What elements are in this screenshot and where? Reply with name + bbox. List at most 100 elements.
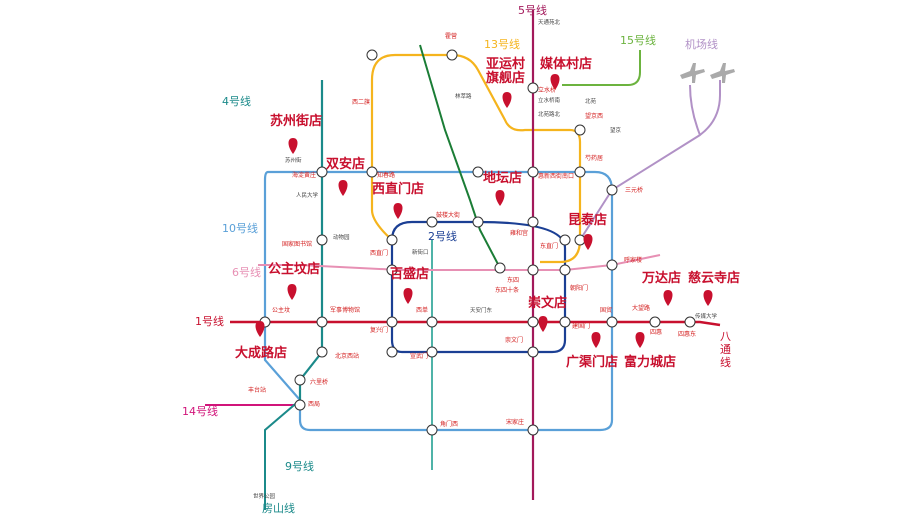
station-label: 朝阳门 xyxy=(570,284,588,292)
station-label: 丰台站 xyxy=(248,386,266,394)
store-fulicheng[interactable]: 富力城店 xyxy=(624,332,676,370)
pin-icon xyxy=(663,290,673,306)
pin-icon xyxy=(703,290,713,306)
station-label: 呼家楼 xyxy=(624,256,642,264)
airport-line-west xyxy=(579,189,613,241)
station-label: 北苑路北 xyxy=(538,110,561,118)
pin-icon xyxy=(538,316,548,332)
pin-icon xyxy=(550,74,560,90)
station-label: 六里桥 xyxy=(310,378,328,386)
store-label: 昆泰店 xyxy=(568,212,607,228)
line-6-path xyxy=(258,254,661,271)
station-label: 望京 xyxy=(610,126,622,134)
store-wanda[interactable]: 万达店 xyxy=(641,270,681,306)
station-label: 望京西 xyxy=(585,112,603,120)
station-label: 宋家庄 xyxy=(506,418,524,426)
station-label: 宣武门 xyxy=(410,352,428,360)
store-pins: 苏州街店 双安店 西直门店 亚运村 旗舰店 媒体村店 地坛店 昆泰店 xyxy=(235,56,740,370)
store-chongwen[interactable]: 崇文店 xyxy=(528,295,567,332)
pin-icon xyxy=(583,234,593,250)
store-label: 崇文店 xyxy=(528,295,567,311)
store-baisheng[interactable]: 百盛店 xyxy=(390,266,429,304)
pin-icon xyxy=(393,203,403,219)
pin-icon xyxy=(338,180,348,196)
store-ciyunsi[interactable]: 慈云寺店 xyxy=(688,270,740,306)
line-10-path xyxy=(263,170,614,432)
line-2-path xyxy=(390,220,567,354)
store-label: 双安店 xyxy=(326,156,365,172)
station-label: 三元桥 xyxy=(625,186,643,194)
station-label: 动物园 xyxy=(333,233,350,241)
station-label: 公主坟 xyxy=(272,306,290,314)
station-nodes xyxy=(259,49,696,436)
station-label: 角门西 xyxy=(440,420,458,428)
line-label-2: 2号线 xyxy=(428,229,457,243)
station-label: 西单 xyxy=(416,306,428,314)
store-kuntai[interactable]: 昆泰店 xyxy=(568,212,607,250)
station-label: 立水桥南 xyxy=(538,96,561,104)
station-label: 芍药居 xyxy=(585,154,603,162)
line-label-1: 1号线 xyxy=(195,314,224,328)
line-label-fangshan: 房山线 xyxy=(262,501,295,515)
line-15-path xyxy=(562,50,641,86)
station-label: 海淀黄庄 xyxy=(292,171,316,179)
station-label: 霍营 xyxy=(445,32,457,40)
store-label: 媒体村店 xyxy=(540,56,592,72)
pin-icon xyxy=(502,92,512,108)
store-ditan[interactable]: 地坛店 xyxy=(483,170,522,206)
line-label-13: 13号线 xyxy=(484,37,520,51)
store-label: 苏州街店 xyxy=(270,113,322,129)
store-guangqumen[interactable]: 广渠门店 xyxy=(566,332,618,370)
store-label: 慈云寺店 xyxy=(688,270,740,286)
station-label: 北苑 xyxy=(585,97,597,105)
store-label: 富力城店 xyxy=(624,354,676,370)
station-label: 西局 xyxy=(308,401,320,408)
airport-line-branch xyxy=(689,84,701,136)
store-label: 亚运村 xyxy=(486,56,525,72)
station-label: 东四十条 xyxy=(495,286,519,294)
station-label: 西直门 xyxy=(370,249,388,257)
station-label: 惠新西街南口 xyxy=(538,172,574,180)
store-shuangan[interactable]: 双安店 xyxy=(326,156,365,196)
line-label-5: 5号线 xyxy=(518,3,547,17)
store-label: 地坛店 xyxy=(483,170,522,186)
station-label: 苏州街 xyxy=(285,156,302,164)
store-suzhoujie[interactable]: 苏州街店 xyxy=(270,113,322,154)
station-label: 大望路 xyxy=(632,304,650,312)
station-label: 世界公园 xyxy=(253,492,276,500)
line-label-14: 14号线 xyxy=(182,404,218,418)
line-label-10: 10号线 xyxy=(222,221,258,235)
line-1-path xyxy=(230,320,721,327)
store-xizhimen[interactable]: 西直门店 xyxy=(372,181,424,219)
store-label: 大成路店 xyxy=(235,345,287,361)
pin-icon xyxy=(635,332,645,348)
store-meiticun[interactable]: 媒体村店 xyxy=(540,56,592,90)
station-label: 雍和宫 xyxy=(510,229,528,237)
airplane-icon xyxy=(680,63,735,83)
station-label: 东直门 xyxy=(540,242,558,250)
airport-line-path xyxy=(611,80,721,191)
store-yayuncun[interactable]: 亚运村 旗舰店 xyxy=(486,56,525,108)
pin-icon xyxy=(403,288,413,304)
store-gongzhufen[interactable]: 公主坟店 xyxy=(268,261,320,300)
store-label: 公主坟店 xyxy=(268,261,320,277)
station-label: 人民大学 xyxy=(296,191,319,199)
line-label-4: 4号线 xyxy=(222,94,251,108)
line-9-path xyxy=(264,380,301,510)
store-label: 百盛店 xyxy=(390,266,429,282)
station-label: 四惠 xyxy=(650,328,662,336)
station-label: 军事博物馆 xyxy=(330,306,360,314)
line-label-batong-2: 通 xyxy=(720,343,731,356)
store-dachenglu[interactable]: 大成路店 xyxy=(235,321,287,361)
station-label: 国家图书馆 xyxy=(282,240,312,248)
pin-icon xyxy=(288,138,298,154)
line-label-airport: 机场线 xyxy=(685,37,718,51)
pin-icon xyxy=(495,190,505,206)
station-label: 北京西站 xyxy=(335,352,359,360)
station-label: 鼓楼大街 xyxy=(436,211,460,219)
station-label: 崇文门 xyxy=(505,336,523,344)
store-label: 万达店 xyxy=(641,270,681,286)
station-labels: 天通苑北 立水桥 立水桥南 北苑路北 北苑 望京西 望京 芍药居 惠新西街南口 … xyxy=(248,18,718,500)
station-label: 四惠东 xyxy=(678,330,696,338)
